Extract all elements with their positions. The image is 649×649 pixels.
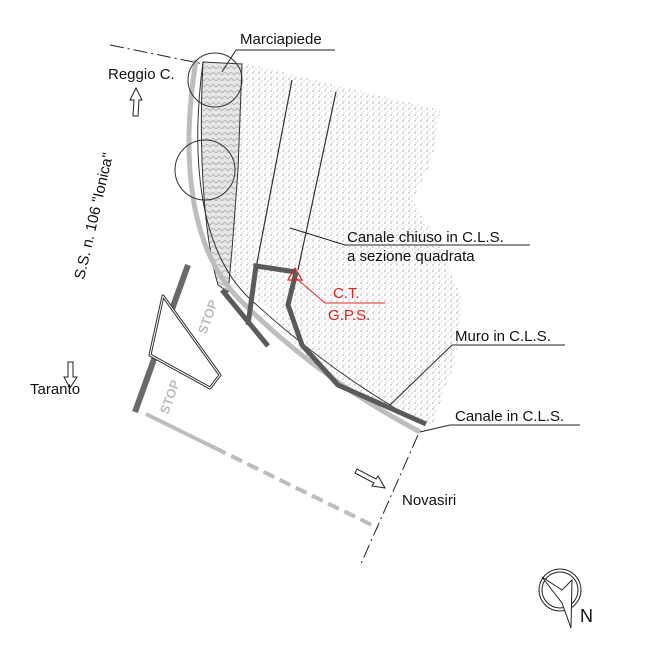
dashed-edge bbox=[214, 446, 379, 530]
stop-marking: STOP bbox=[195, 298, 221, 336]
label-taranto: Taranto bbox=[30, 381, 80, 398]
gps-leader bbox=[295, 277, 385, 304]
muro-wall bbox=[285, 271, 428, 427]
wall bbox=[220, 288, 270, 348]
label-road: S.S. n. 106 "Ionica" bbox=[71, 151, 117, 281]
north-arrow-icon bbox=[538, 568, 582, 629]
label-marciapiede: Marciapiede bbox=[240, 31, 322, 48]
wall bbox=[245, 263, 297, 326]
leader bbox=[389, 344, 565, 406]
leader bbox=[419, 424, 580, 433]
stippled-area bbox=[222, 62, 462, 425]
label-novasiri: Novasiri bbox=[402, 492, 456, 509]
stop-marking: STOP bbox=[157, 378, 183, 416]
channel-wall bbox=[255, 79, 293, 269]
gps-triangle-icon bbox=[286, 266, 304, 281]
label-muro: Muro in C.L.S. bbox=[455, 328, 551, 345]
road-edge-inner bbox=[197, 61, 426, 426]
label-canale: Canale in C.L.S. bbox=[455, 408, 564, 425]
arrow-right-icon bbox=[354, 468, 386, 489]
channel-wall bbox=[297, 91, 337, 271]
label-gps: G.P.S. bbox=[328, 307, 370, 324]
arrow-up-icon bbox=[129, 86, 143, 117]
label-ct: C.T. bbox=[333, 285, 360, 302]
label-sezione: a sezione quadrata bbox=[347, 248, 475, 265]
stop-line bbox=[145, 412, 216, 450]
leader bbox=[289, 227, 530, 246]
label-north: N bbox=[580, 606, 593, 626]
leader bbox=[221, 49, 335, 73]
arrow-down-icon bbox=[63, 361, 78, 389]
label-reggio: Reggio C. bbox=[108, 66, 175, 83]
tree bbox=[174, 139, 236, 201]
label-canale-chiuso: Canale chiuso in C.L.S. bbox=[347, 229, 504, 246]
tree bbox=[187, 52, 243, 108]
